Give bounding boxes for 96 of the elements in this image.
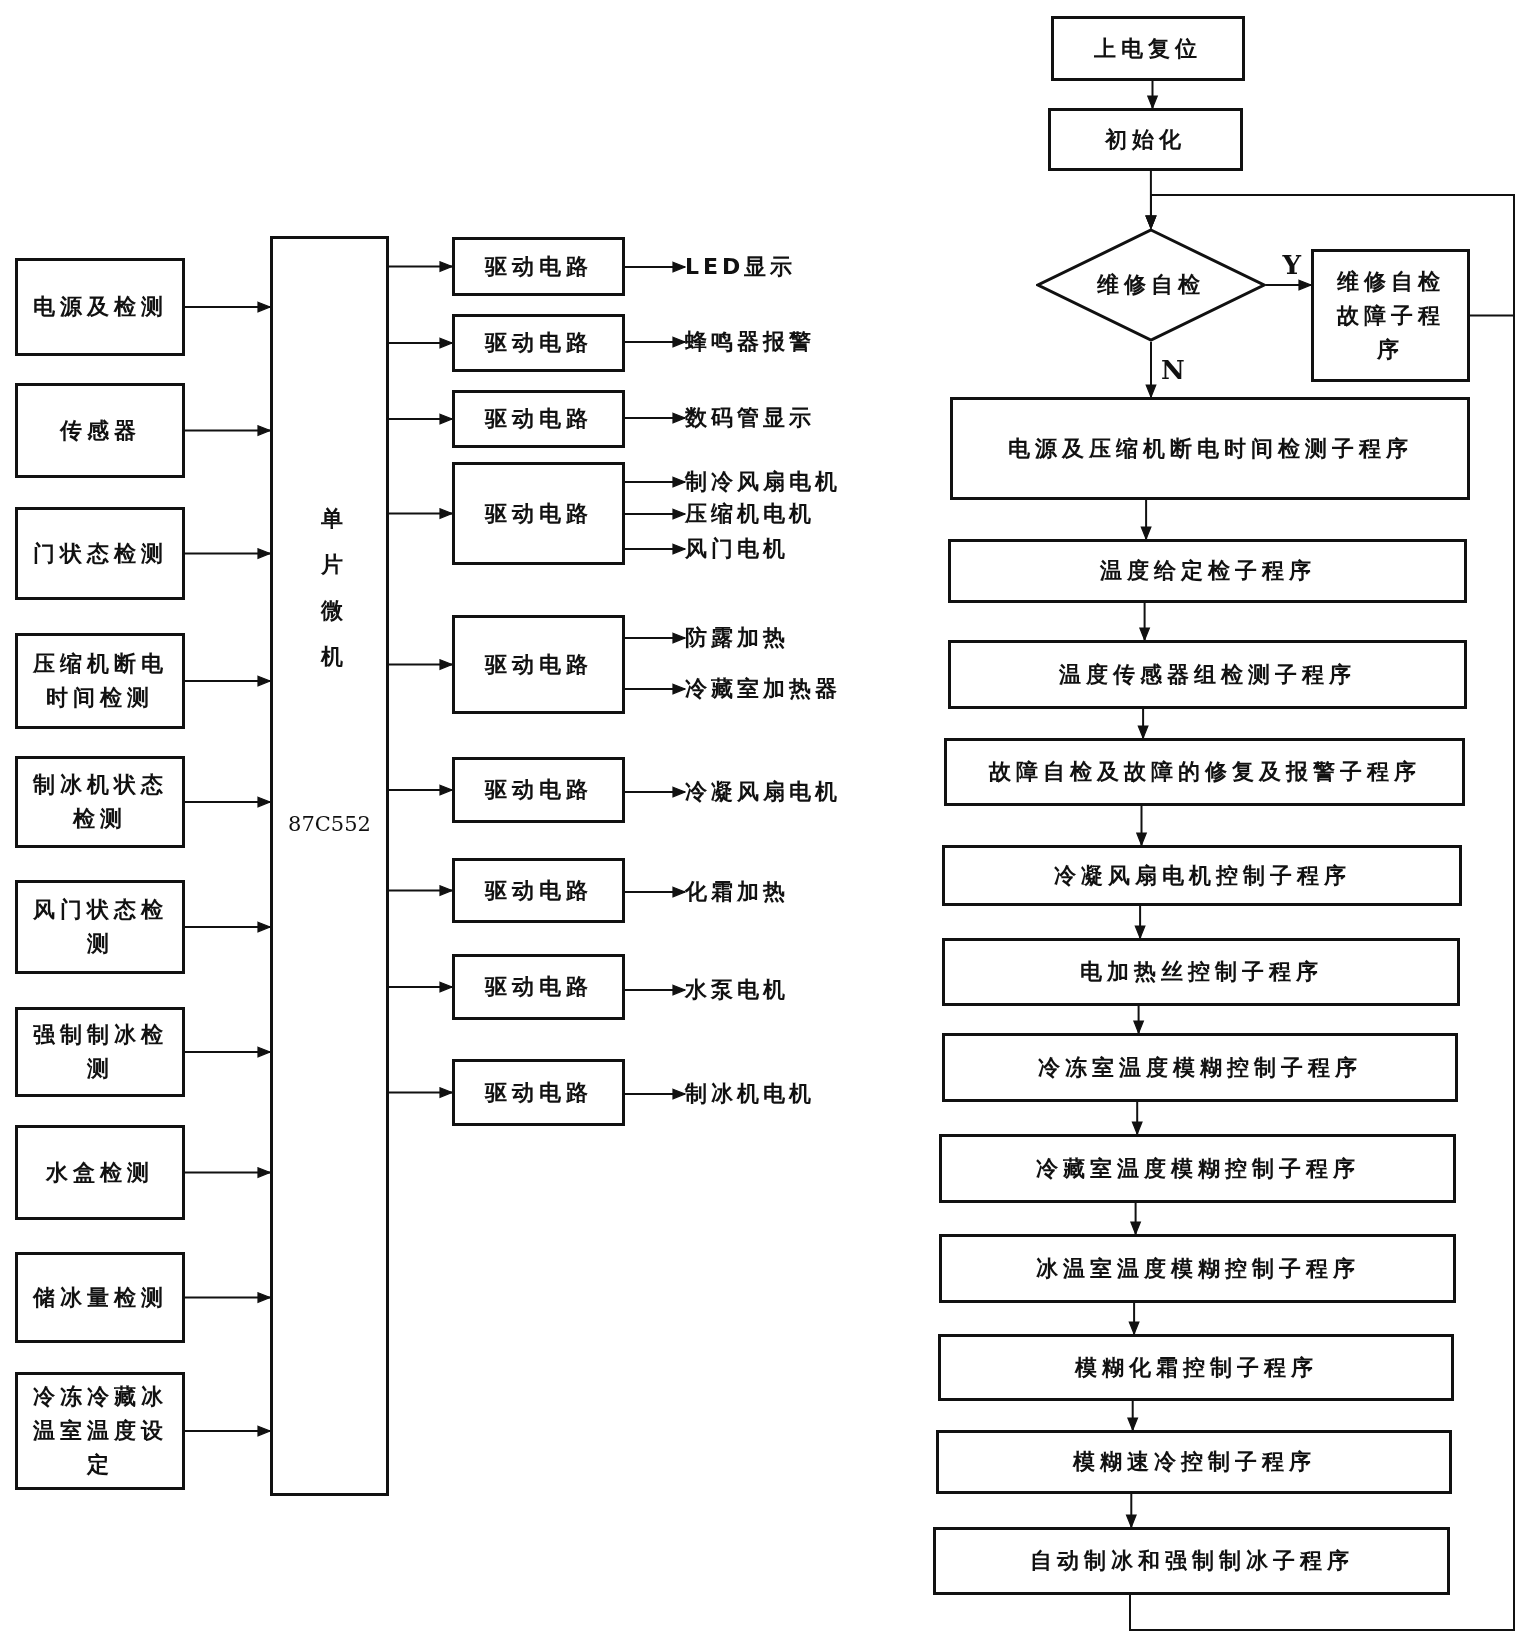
input-box: 制冰机状态检测 — [15, 756, 185, 848]
output-label: 制冰机电机 — [685, 1077, 835, 1111]
process-box: 自动制冰和强制制冰子程序 — [933, 1527, 1450, 1595]
input-box: 电源及检测 — [15, 258, 185, 356]
arrow — [624, 508, 686, 520]
arrow — [388, 784, 453, 796]
driver-box: 驱动电路 — [452, 615, 625, 714]
arrow — [624, 476, 686, 488]
decision-diamond: 维修自检 — [1036, 228, 1266, 342]
arrow — [388, 337, 453, 349]
output-label: 数码管显示 — [685, 401, 835, 435]
driver-box: 驱动电路 — [452, 954, 625, 1020]
driver-box: 驱动电路 — [452, 390, 625, 448]
arrow — [184, 425, 271, 436]
arrow — [624, 412, 686, 424]
microcontroller-box — [270, 236, 389, 1496]
process-box: 冷冻室温度模糊控制子程序 — [942, 1033, 1458, 1102]
arrow — [184, 1292, 271, 1303]
driver-box: 驱动电路 — [452, 237, 625, 296]
chip-label: 单片微机 — [319, 489, 346, 673]
output-label: 冷凝风扇电机 — [685, 775, 855, 809]
arrow — [388, 981, 453, 993]
arrow — [1136, 805, 1147, 846]
output-label: 水泵电机 — [685, 973, 835, 1007]
arrow — [624, 1088, 686, 1100]
driver-box: 驱动电路 — [452, 858, 625, 923]
output-label: 化霜加热 — [685, 875, 835, 909]
input-box: 传感器 — [15, 383, 185, 478]
arrow — [1139, 602, 1150, 641]
process-box: 冰温室温度模糊控制子程序 — [939, 1234, 1456, 1303]
arrow — [388, 1087, 453, 1098]
arrow — [388, 885, 453, 896]
model-label: 87C552 — [287, 811, 372, 838]
arrow — [388, 508, 453, 519]
arrow — [1265, 279, 1312, 291]
output-label: 制冷风扇电机 — [685, 465, 855, 499]
input-box: 储冰量检测 — [15, 1252, 185, 1343]
input-box: 门状态检测 — [15, 507, 185, 600]
arrow — [1147, 80, 1158, 109]
driver-box: 驱动电路 — [452, 462, 625, 565]
arrow — [624, 984, 686, 996]
process-box: 维修自检故障子程序 — [1311, 249, 1470, 382]
arrow — [184, 301, 271, 313]
arrow — [1145, 194, 1515, 317]
arrow — [1145, 341, 1157, 398]
driver-box: 驱动电路 — [452, 314, 625, 372]
arrow — [624, 886, 686, 898]
arrow — [624, 543, 686, 555]
input-box: 风门状态检测 — [15, 880, 185, 974]
arrow — [1140, 499, 1152, 540]
arrow — [624, 632, 686, 644]
output-label: 压缩机电机 — [685, 497, 835, 531]
output-label: 蜂鸣器报警 — [685, 325, 835, 359]
process-box: 电源及压缩机断电时间检测子程序 — [950, 397, 1470, 500]
output-label: 风门电机 — [685, 532, 835, 566]
process-box: 温度传感器组检测子程序 — [948, 640, 1467, 709]
arrow — [1131, 1101, 1143, 1135]
process-box: 冷藏室温度模糊控制子程序 — [939, 1134, 1456, 1203]
input-box: 冷冻冷藏冰温室温度设定 — [15, 1372, 185, 1490]
arrow — [624, 683, 686, 695]
process-box: 初始化 — [1048, 108, 1243, 171]
arrow — [624, 336, 686, 348]
arrow — [184, 796, 271, 808]
process-box: 冷凝风扇电机控制子程序 — [942, 845, 1462, 906]
process-box: 模糊化霜控制子程序 — [938, 1334, 1454, 1401]
process-box: 模糊速冷控制子程序 — [936, 1430, 1452, 1494]
output-label: 冷藏室加热器 — [685, 672, 855, 706]
arrow — [1133, 1005, 1144, 1034]
arrow — [184, 548, 271, 559]
arrow — [184, 1046, 271, 1058]
process-box: 故障自检及故障的修复及报警子程序 — [944, 738, 1465, 806]
arrow — [624, 786, 686, 798]
arrow — [184, 921, 271, 933]
arrow — [1134, 905, 1146, 939]
arrow — [1137, 708, 1149, 739]
arrow — [388, 413, 453, 425]
driver-box: 驱动电路 — [452, 1059, 625, 1126]
arrow — [388, 261, 453, 272]
arrow — [184, 675, 271, 687]
arrow — [624, 261, 686, 273]
output-label: 防露加热 — [685, 621, 835, 655]
driver-box: 驱动电路 — [452, 757, 625, 823]
arrow — [184, 1167, 271, 1178]
arrow — [388, 659, 453, 670]
process-box: 温度给定检子程序 — [948, 539, 1467, 603]
input-box: 水盒检测 — [15, 1125, 185, 1220]
process-box: 电加热丝控制子程序 — [942, 938, 1460, 1006]
arrow — [184, 1425, 271, 1437]
arrow — [1125, 1493, 1137, 1528]
process-box: 上电复位 — [1051, 16, 1245, 81]
input-box: 压缩机断电时间检测 — [15, 633, 185, 729]
arrow — [1130, 1202, 1141, 1235]
input-box: 强制制冰检测 — [15, 1007, 185, 1097]
arrow — [1128, 1302, 1140, 1335]
arrow — [1127, 1400, 1139, 1431]
output-label: LED显示 — [685, 250, 835, 284]
